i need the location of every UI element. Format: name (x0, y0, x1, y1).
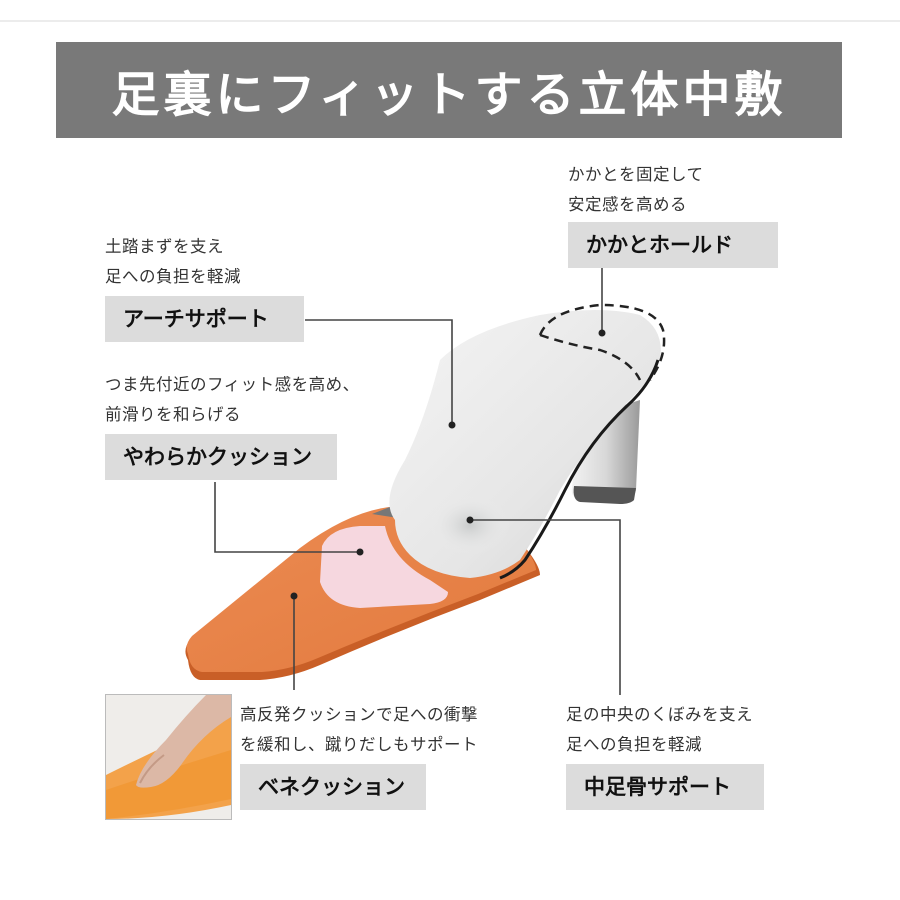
connector-lines (214, 268, 621, 695)
metatarsal-desc-line-1: 足の中央のくぼみを支え (566, 705, 753, 724)
insole-white (389, 310, 661, 580)
heel-hold-dashed-outline (538, 303, 666, 381)
arch-support-desc-line-1: 土踏まずを支え (105, 237, 224, 256)
inset-illustration (106, 695, 231, 819)
connector-dots (290, 329, 606, 600)
callout-heel-hold: かかとを固定して 安定感を高める かかとホールド (568, 160, 778, 268)
finger-pressing-cushion-photo (105, 694, 232, 820)
soft-cushion-pad (320, 526, 448, 608)
soft-cushion-tag: やわらかクッション (105, 434, 337, 480)
arch-support-tag: アーチサポート (105, 296, 304, 342)
title-banner: 足裏にフィットする立体中敷 (56, 42, 842, 138)
heel-hold-desc-line-1: かかとを固定して (568, 165, 704, 184)
soft-cushion-desc-line-2: 前滑りを和らげる (105, 405, 241, 424)
metatarsal-support-tag: 中足骨サポート (566, 764, 764, 810)
callout-soft-cushion: つま先付近のフィット感を高め、 前滑りを和らげる やわらかクッション (105, 370, 360, 480)
metatarsal-desc-line-2: 足への負担を軽減 (566, 735, 702, 754)
callout-arch-support: 土踏まずを支え 足への負担を軽減 アーチサポート (105, 232, 304, 342)
callout-bene-cushion: 高反発クッションで足への衝撃 を緩和し、蹴りだしもサポート ベネクッション (240, 700, 478, 810)
page-title: 足裏にフィットする立体中敷 (111, 67, 787, 123)
heel-hold-desc-line-2: 安定感を高める (568, 195, 687, 214)
bene-cushion-tag: ベネクッション (240, 764, 426, 810)
callout-metatarsal-support: 足の中央のくぼみを支え 足への負担を軽減 中足骨サポート (566, 700, 764, 810)
soft-cushion-desc-line-1: つま先付近のフィット感を高め、 (105, 375, 360, 394)
bene-cushion-desc-line-1: 高反発クッションで足への衝撃 (240, 705, 478, 724)
top-divider (0, 20, 900, 22)
bene-cushion-desc-line-2: を緩和し、蹴りだしもサポート (240, 735, 478, 754)
arch-support-desc-line-2: 足への負担を軽減 (105, 267, 241, 286)
heel-hold-tag: かかとホールド (568, 222, 778, 268)
